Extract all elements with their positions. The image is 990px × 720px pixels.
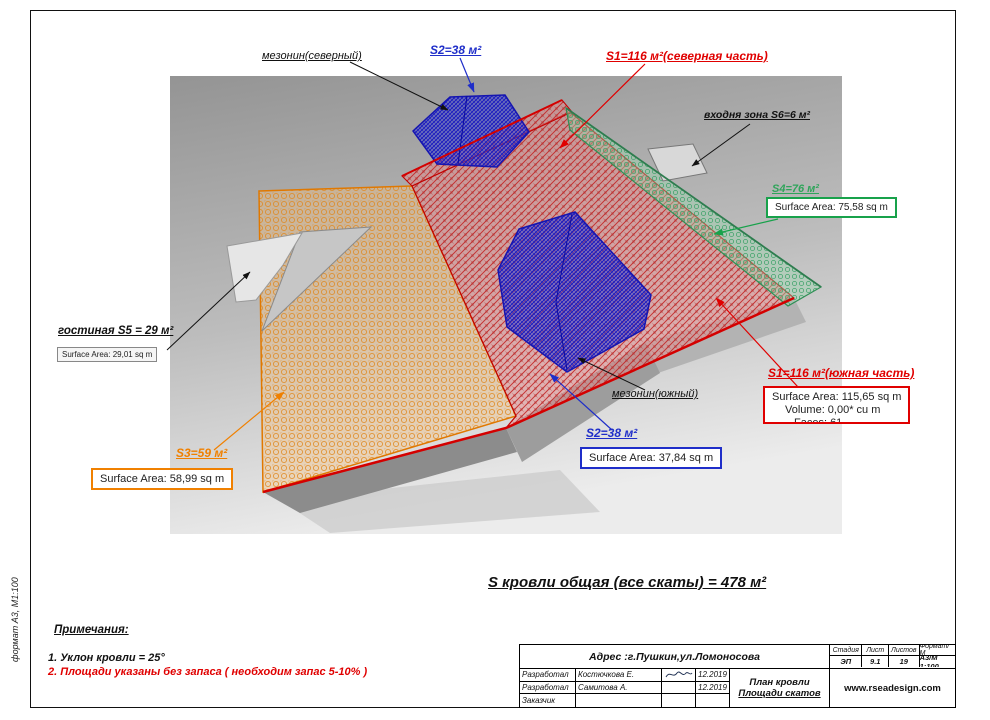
mezzanine-north-shape-s2 <box>412 94 530 168</box>
sheet-frame <box>30 10 956 708</box>
title-block-website: www.rseadesign.com <box>844 682 941 694</box>
leader-s3 <box>213 391 285 451</box>
note-2: 2. Площади указаны без запаса ( необходи… <box>48 666 368 678</box>
label-mezzanine-south: мезонин(южный) <box>612 388 699 400</box>
leader-s4 <box>713 218 779 236</box>
title-block-stadia: Стадия Лист Листов Формат/М ЭП 9.1 19 А3… <box>830 645 955 668</box>
row-name: Самитова А. <box>576 681 662 695</box>
doc-title-line1: План кровли <box>749 677 810 688</box>
label-s1-north: S1=116 м²(северная часть) <box>606 49 768 63</box>
row-date: 12.2019 <box>696 682 730 695</box>
mezzanine-north-ridge <box>457 95 468 165</box>
label-s1-south: S1=116 м²(южная часть) <box>768 366 915 380</box>
leader-mezzanine-north <box>349 61 449 111</box>
signature-cell-empty <box>662 681 696 695</box>
row-name <box>576 694 662 707</box>
s1-box-line2: Volume: 0,00* cu m <box>785 404 881 416</box>
col-stage-header: Стадия <box>830 645 863 656</box>
label-s4: S4=76 м² <box>772 183 819 195</box>
leader-s1-south <box>715 297 799 388</box>
row-date <box>696 694 730 707</box>
leader-entrance <box>691 123 751 167</box>
surface-area-box-s5: Surface Area: 29,01 sq m <box>57 347 158 362</box>
mezzanine-south-ridge <box>555 213 573 371</box>
label-s2-north: S2=38 м² <box>430 43 482 57</box>
chimney-block <box>226 232 303 303</box>
mezzanine-south-shape-s2 <box>497 211 652 373</box>
title-block-rows: Разработал Костючкова Е. 12.2019 Разрабо… <box>520 669 730 707</box>
sheets-value: 19 <box>889 656 920 667</box>
signature-cell-empty <box>662 694 696 707</box>
row-role: Разработал <box>520 681 576 695</box>
surface-area-box-s3: Surface Area: 58,99 sq m <box>91 468 234 490</box>
col-format-header: Формат/М <box>919 645 955 656</box>
entrance-wedge-s6 <box>647 143 708 182</box>
surface-area-box-s2-south: Surface Area: 37,84 sq m <box>580 447 723 469</box>
ridge-line-red <box>401 99 563 177</box>
leader-s5 <box>166 271 251 351</box>
row-date: 12.2019 <box>696 669 730 682</box>
title-block-doc-title: План кровли Площади скатов <box>730 669 830 707</box>
row-name: Костючкова Е. <box>576 669 662 682</box>
label-s3: S3=59 м² <box>176 446 228 460</box>
note-1: 1. Уклон кровли = 25° <box>48 652 165 664</box>
doc-title-line2: Площади скатов <box>738 688 821 699</box>
row-role: Разработал <box>520 669 576 682</box>
wall-face-right <box>645 298 806 373</box>
format-value: А3/М 1:100 <box>919 656 939 667</box>
leader-s2-north <box>459 57 475 93</box>
title-block: Адрес :г.Пушкин,ул.Ломоносова Стадия Лис… <box>519 644 956 708</box>
signature-cell <box>662 669 696 682</box>
label-mezzanine-north: мезонин(северный) <box>262 50 362 62</box>
col-sheet-header: Лист <box>862 645 890 656</box>
label-entrance-zone: входня зона S6=6 м² <box>704 109 810 121</box>
total-roof-area: S кровли общая (все скаты) = 478 м² <box>488 574 767 591</box>
s1-box-line1: Surface Area: 115,65 sq m <box>772 391 902 403</box>
row-role: Заказчик <box>520 694 576 707</box>
col-sheets-header: Листов <box>889 645 920 656</box>
leader-s2-south <box>549 373 613 431</box>
leader-s1-north <box>559 63 646 149</box>
sheet-value: 9.1 <box>862 656 890 667</box>
label-s5: гостиная S5 = 29 м² <box>58 325 174 337</box>
surface-area-box-s4: Surface Area: 75,58 sq m <box>766 197 897 218</box>
leader-mezzanine-south <box>577 357 646 391</box>
gable-gray-s5 <box>261 226 373 332</box>
surface-area-box-s1-south: Surface Area: 115,65 sq m Volume: 0,00* … <box>763 386 911 424</box>
stage-value: ЭП <box>830 656 863 667</box>
wall-face-left <box>263 428 517 513</box>
label-s2-south: S2=38 м² <box>586 426 638 440</box>
eave-line-red <box>262 296 795 494</box>
signature-icon <box>665 671 693 678</box>
edge-line-green <box>565 107 822 288</box>
s1-box-line3-clipped: Faces: 61 <box>794 417 843 424</box>
title-block-address: Адрес :г.Пушкин,ул.Ломоносова <box>520 645 830 668</box>
ground-shadow <box>280 470 600 533</box>
notes-title: Примечания: <box>54 624 129 636</box>
